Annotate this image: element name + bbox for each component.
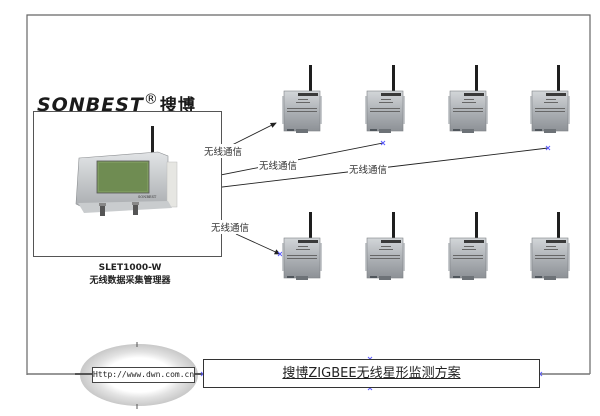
sensor-node-top-3 xyxy=(448,65,488,133)
controller-model: SLET1000-W xyxy=(98,263,162,273)
sensor-node-bottom-3 xyxy=(448,212,488,280)
sensor-node-top-1 xyxy=(282,65,322,133)
sensor-node-bottom-4 xyxy=(530,212,570,280)
link-arrow-top-out xyxy=(225,122,277,149)
controller-caption: SLET1000-W 无线数据采集管理器 xyxy=(60,262,200,288)
link-arrow-bottom-out xyxy=(235,233,281,255)
wireless-label-4: 无线通信 xyxy=(210,220,251,234)
sensor-node-top-4 xyxy=(530,65,570,133)
sensor-node-bottom-2 xyxy=(365,212,405,280)
outer-frame xyxy=(26,14,591,375)
antenna-icon xyxy=(557,212,560,242)
antenna-icon xyxy=(392,212,395,242)
controller-frame xyxy=(33,111,222,257)
sensor-node-bottom-1 xyxy=(282,212,322,280)
sensor-node-top-2 xyxy=(365,65,405,133)
brand-name: SONBEST xyxy=(37,94,144,116)
wireless-label-3: 无线通信 xyxy=(348,162,389,176)
antenna-icon xyxy=(475,65,478,95)
antenna-icon xyxy=(309,212,312,242)
diagram-title: 搜博ZIGBEE无线星形监测方案 xyxy=(203,359,540,388)
antenna-icon xyxy=(475,212,478,242)
registered-mark: ® xyxy=(143,91,159,108)
antenna-icon xyxy=(309,65,312,95)
link-anchors xyxy=(174,140,551,257)
wireless-label-2: 无线通信 xyxy=(258,158,299,172)
diagram-title-text: 搜博ZIGBEE无线星形监测方案 xyxy=(282,366,461,381)
sensor-nodes xyxy=(282,65,570,280)
wireless-links xyxy=(179,122,549,255)
controller-description: 无线数据采集管理器 xyxy=(89,276,171,286)
antenna-icon xyxy=(392,65,395,95)
antenna-icon xyxy=(557,65,560,95)
wireless-label-1: 无线通信 xyxy=(203,144,244,158)
website-link[interactable]: Http://www.dwn.com.cn xyxy=(92,367,195,383)
